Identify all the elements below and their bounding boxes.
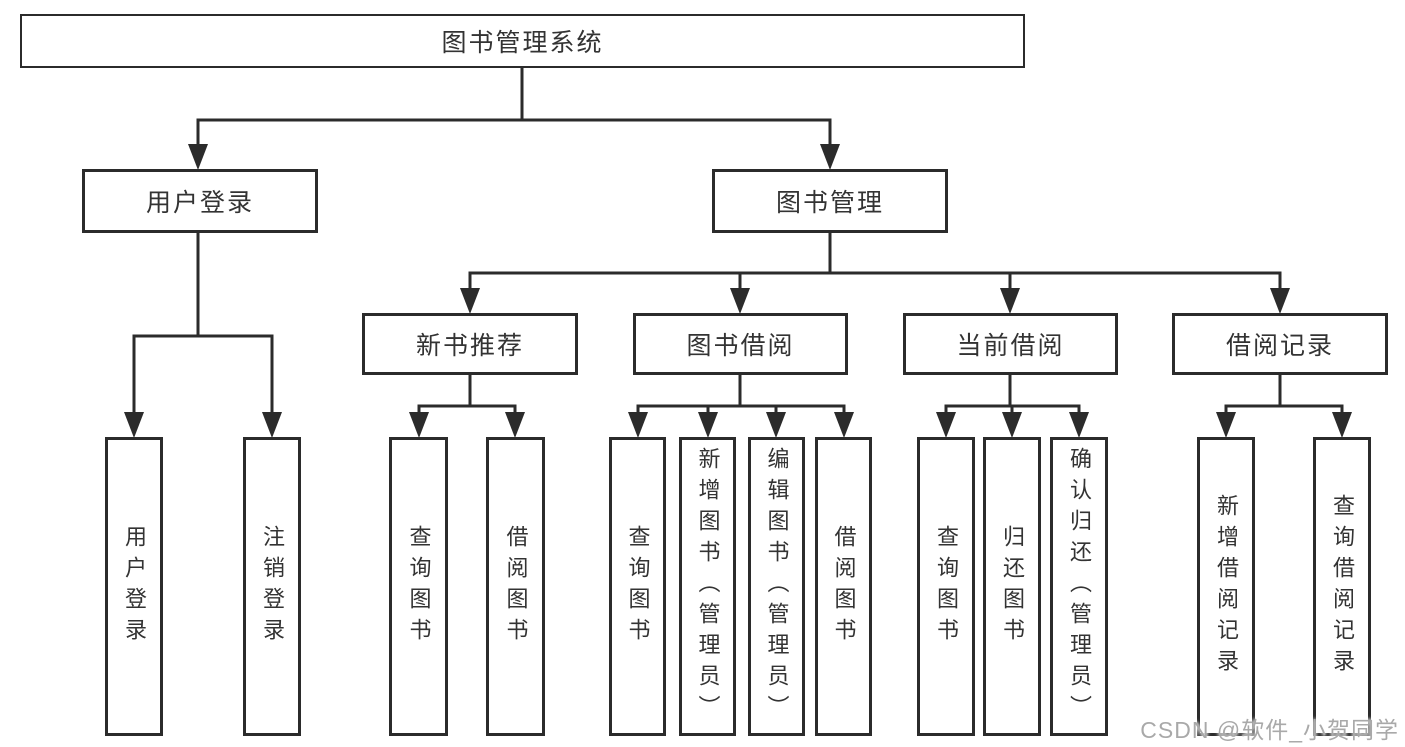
- arrow-down-icon: [1002, 412, 1022, 438]
- connector-root-to-level2: [188, 66, 840, 170]
- node-label: 当前借阅: [956, 332, 1065, 360]
- arrow-down-icon: [1216, 412, 1236, 438]
- node-label: 查询图书: [934, 524, 959, 649]
- node-library-management-system: 图书管理系统: [20, 14, 1025, 68]
- leaf-borrow-add-books-admin: 新增图书（管理员）: [679, 437, 736, 736]
- node-label: 归还图书: [1000, 524, 1025, 649]
- leaf-newbook-query-books: 查询图书: [389, 437, 448, 736]
- arrow-down-icon: [1270, 288, 1290, 314]
- node-user-login: 用户登录: [82, 169, 318, 233]
- node-label: 用户登录: [122, 524, 147, 649]
- leaf-records-add-record: 新增借阅记录: [1197, 437, 1255, 736]
- connector-user-login-to-leaves: [124, 232, 282, 438]
- connector-new-book-to-leaves: [409, 374, 525, 438]
- connector-book-borrow-to-leaves: [628, 374, 854, 438]
- leaf-borrow-edit-books-admin: 编辑图书（管理员）: [748, 437, 805, 736]
- node-label: 图书管理系统: [441, 29, 604, 57]
- arrow-down-icon: [820, 144, 840, 170]
- node-label: 编辑图书（管理员）: [764, 447, 790, 726]
- arrow-down-icon: [505, 412, 525, 438]
- arrow-down-icon: [834, 412, 854, 438]
- node-label: 查询借阅记录: [1330, 493, 1355, 680]
- node-label: 图书管理: [775, 189, 884, 217]
- leaf-borrow-query-books: 查询图书: [609, 437, 666, 736]
- leaf-current-query-books: 查询图书: [917, 437, 975, 736]
- arrow-down-icon: [628, 412, 648, 438]
- connector-current-borrow-to-leaves: [936, 374, 1089, 438]
- node-label: 新增借阅记录: [1214, 493, 1239, 680]
- node-book-borrow: 图书借阅: [633, 313, 848, 375]
- arrow-down-icon: [766, 412, 786, 438]
- arrow-down-icon: [730, 288, 750, 314]
- node-label: 借阅图书: [831, 524, 857, 649]
- node-label: 确认归还（管理员）: [1067, 447, 1092, 726]
- arrow-down-icon: [1332, 412, 1352, 438]
- leaf-borrow-borrow-books: 借阅图书: [815, 437, 872, 736]
- node-current-borrow: 当前借阅: [903, 313, 1118, 375]
- node-book-management: 图书管理: [712, 169, 948, 233]
- leaf-current-return-books: 归还图书: [983, 437, 1041, 736]
- node-new-book-recommend: 新书推荐: [362, 313, 578, 375]
- arrow-down-icon: [698, 412, 718, 438]
- arrow-down-icon: [936, 412, 956, 438]
- leaf-current-confirm-return-admin: 确认归还（管理员）: [1050, 437, 1108, 736]
- node-label: 借阅图书: [503, 524, 529, 649]
- csdn-watermark: CSDN @软件_小贺同学: [1140, 717, 1399, 743]
- node-label: 用户登录: [145, 189, 254, 217]
- node-label: 查询图书: [625, 524, 651, 649]
- leaf-logout-login: 注销登录: [243, 437, 301, 736]
- node-label: 注销登录: [260, 524, 285, 649]
- node-borrow-records: 借阅记录: [1172, 313, 1388, 375]
- node-label: 查询图书: [406, 524, 432, 649]
- connector-book-mgmt-to-level3: [460, 232, 1290, 314]
- leaf-user-login: 用户登录: [105, 437, 163, 736]
- leaf-records-query-record: 查询借阅记录: [1313, 437, 1371, 736]
- node-label: 新书推荐: [415, 332, 524, 360]
- node-label: 图书借阅: [686, 332, 795, 360]
- leaf-newbook-borrow-books: 借阅图书: [486, 437, 545, 736]
- arrow-down-icon: [188, 144, 208, 170]
- arrow-down-icon: [409, 412, 429, 438]
- arrow-down-icon: [262, 412, 282, 438]
- arrow-down-icon: [1069, 412, 1089, 438]
- node-label: 借阅记录: [1225, 332, 1334, 360]
- node-label: 新增图书（管理员）: [695, 447, 721, 726]
- arrow-down-icon: [460, 288, 480, 314]
- arrow-down-icon: [124, 412, 144, 438]
- connector-borrow-records-to-leaves: [1216, 374, 1352, 438]
- arrow-down-icon: [1000, 288, 1020, 314]
